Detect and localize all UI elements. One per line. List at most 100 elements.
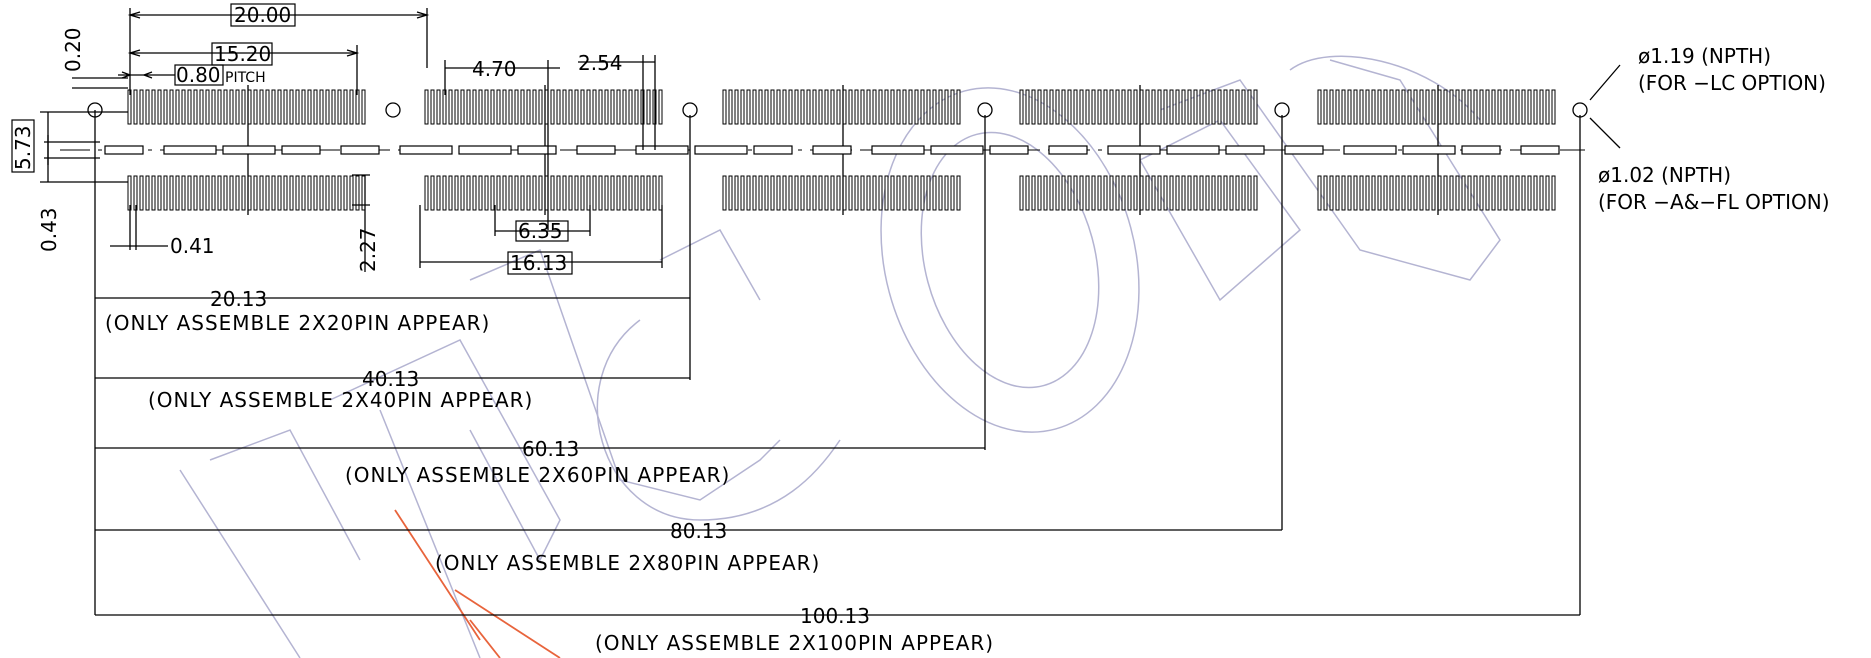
pin-top (1247, 89, 1252, 125)
pin-bottom (1473, 175, 1478, 211)
pin-bottom (1175, 175, 1180, 211)
pin-top (568, 89, 573, 125)
solder-pad (104, 145, 144, 155)
pin-top (1199, 89, 1204, 125)
pin-bottom (496, 175, 501, 211)
pin-bottom (502, 175, 507, 211)
pin-top (430, 89, 435, 125)
pin-bottom (812, 175, 817, 211)
pin-top (1395, 89, 1400, 125)
dim-16-13-label: 16.13 (510, 251, 567, 275)
pin-bottom (914, 175, 919, 211)
pin-top (223, 89, 228, 125)
pin-bottom (1317, 175, 1322, 211)
pin-top (1329, 89, 1334, 125)
pin-top (628, 89, 633, 125)
pin-bottom (289, 175, 294, 211)
pin-top (574, 89, 579, 125)
pin-top (211, 89, 216, 125)
pin-top (908, 89, 913, 125)
pin-top (520, 89, 525, 125)
pin-bottom (1055, 175, 1060, 211)
pin-top (1479, 89, 1484, 125)
pin-top (562, 89, 567, 125)
dim-2-27: 2.27 (352, 174, 380, 272)
pin-bottom (1103, 175, 1108, 211)
pin-bottom (217, 175, 222, 211)
pin-bottom (854, 175, 859, 211)
pin-bottom (1497, 175, 1502, 211)
pin-top (496, 89, 501, 125)
pin-bottom (866, 175, 871, 211)
pin-bottom (472, 175, 477, 211)
pin-top (460, 89, 465, 125)
pin-top (313, 89, 318, 125)
pin-bottom (604, 175, 609, 211)
solder-pad (1107, 145, 1161, 155)
pin-bottom (175, 175, 180, 211)
assembly-2x40: 40.13 (ONLY ASSEMBLE 2X40PIN APPEAR) (95, 367, 690, 412)
pin-top (1413, 89, 1418, 125)
pin-bottom (728, 175, 733, 211)
pin-top (794, 89, 799, 125)
pin-bottom (770, 175, 775, 211)
pin-top (301, 89, 306, 125)
pin-bottom (562, 175, 567, 211)
pin-bottom (592, 175, 597, 211)
pin-bottom (1407, 175, 1412, 211)
pin-top (1235, 89, 1240, 125)
pin-bottom (586, 175, 591, 211)
solder-pad (1461, 145, 1501, 155)
pin-top (1115, 89, 1120, 125)
pin-top (169, 89, 174, 125)
pin-top (622, 89, 627, 125)
pin-bottom (1479, 175, 1484, 211)
pin-bottom (355, 175, 360, 211)
pin-bottom (1217, 175, 1222, 211)
pin-top (740, 89, 745, 125)
pin-bottom (1151, 175, 1156, 211)
mounting-hole (977, 102, 993, 118)
pin-top (514, 89, 519, 125)
pin-bottom (568, 175, 573, 211)
connector-bank (1019, 85, 1258, 215)
pin-top (1061, 89, 1066, 125)
pin-top (1025, 89, 1030, 125)
pin-top (616, 89, 621, 125)
pin-top (151, 89, 156, 125)
solder-pad (989, 145, 1029, 155)
connector-bank (127, 85, 366, 215)
solder-pad (753, 145, 793, 155)
pin-bottom (127, 175, 132, 211)
pin-bottom (514, 175, 519, 211)
pin-bottom (1163, 175, 1168, 211)
solder-pad (222, 145, 276, 155)
pin-bottom (1127, 175, 1132, 211)
pin-top (890, 89, 895, 125)
pin-bottom (1419, 175, 1424, 211)
pin-top (586, 89, 591, 125)
hole-callout-a-fl: ø1.02 (NPTH) (FOR −A&−FL OPTION) (1589, 117, 1830, 214)
pin-bottom (538, 175, 543, 211)
dim-16-13: 16.13 (419, 205, 663, 275)
pin-bottom (848, 175, 853, 211)
pin-top (824, 89, 829, 125)
solder-pad (1048, 145, 1088, 155)
pin-top (1383, 89, 1388, 125)
solder-pad (930, 145, 984, 155)
pin-top (1097, 89, 1102, 125)
pin-bottom (205, 175, 210, 211)
pin-top (1323, 89, 1328, 125)
pin-top (1091, 89, 1096, 125)
pin-top (217, 89, 222, 125)
pin-top (1353, 89, 1358, 125)
pin-bottom (800, 175, 805, 211)
assembly-2x40-length: 40.13 (362, 367, 419, 391)
mounting-hole (385, 102, 401, 118)
pin-top (1359, 89, 1364, 125)
pin-top (872, 89, 877, 125)
pin-bottom (1443, 175, 1448, 211)
pin-bottom (634, 175, 639, 211)
assembly-2x60: 60.13 (ONLY ASSEMBLE 2X60PIN APPEAR) (95, 437, 985, 487)
